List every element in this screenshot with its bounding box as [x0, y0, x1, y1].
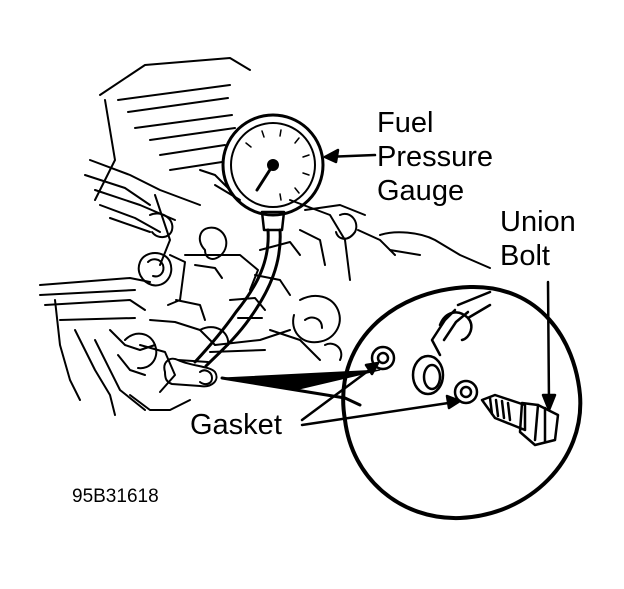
gasket-callout — [300, 361, 462, 427]
detail-parts — [370, 290, 560, 447]
union-bolt-callout — [541, 280, 557, 412]
engine-block — [39, 57, 491, 416]
gasket-label: Gasket — [190, 409, 282, 441]
gauge-label-line-2: Pressure — [377, 141, 494, 173]
union-bolt-label-line-2: Bolt — [500, 240, 550, 272]
gauge-label-line-3: Gauge — [377, 175, 465, 207]
union-bolt-label-line-1: Union — [500, 206, 576, 238]
gauge-label-line-1: Fuel — [377, 107, 434, 139]
magnified-detail-circle — [341, 284, 583, 521]
union-bolt-label: Union Bolt — [500, 205, 576, 273]
pressure-gauge — [221, 113, 325, 232]
gauge-hose — [193, 228, 270, 364]
gauge-callout — [323, 148, 377, 164]
figure-code: 95B31618 — [72, 486, 159, 507]
gauge-label: Fuel Pressure Gauge — [377, 106, 493, 208]
